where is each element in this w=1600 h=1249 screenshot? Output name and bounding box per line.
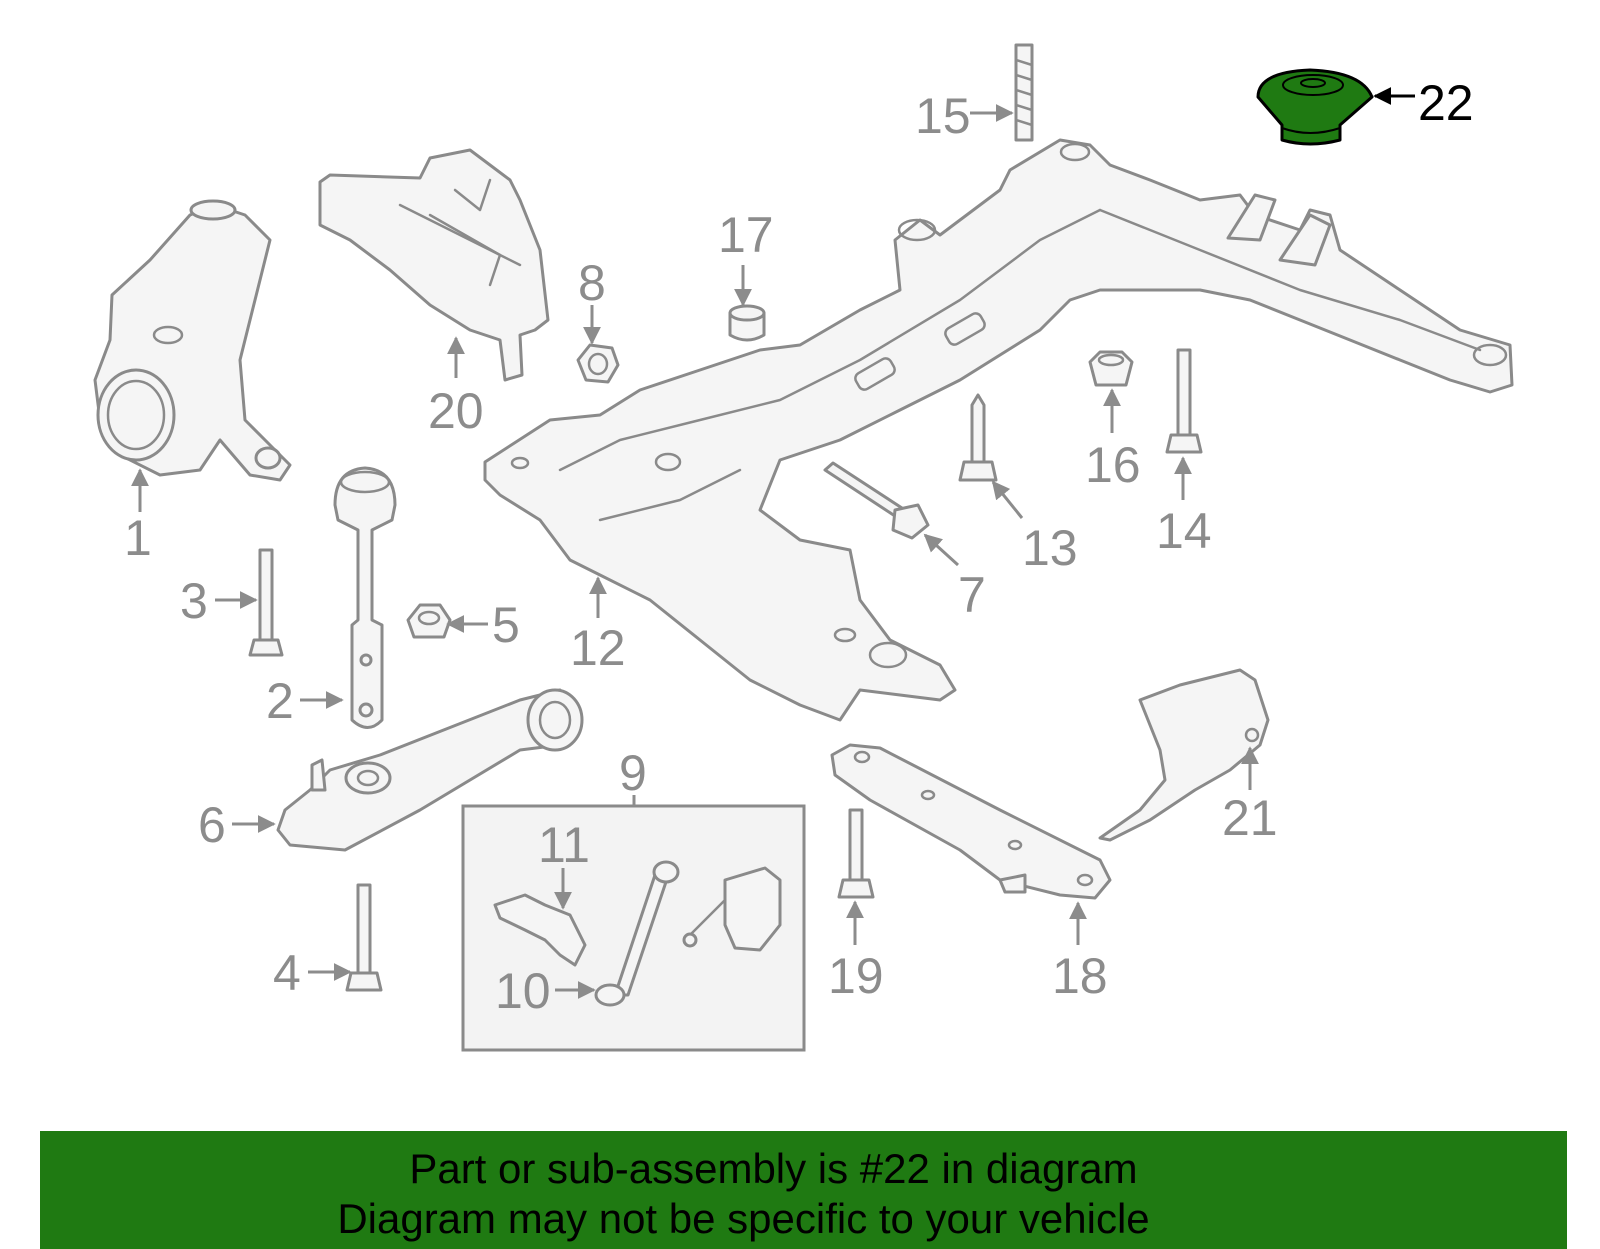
part-8-nut[interactable] (576, 343, 620, 384)
callout-16: 16 (1085, 437, 1141, 493)
callout-4: 4 (273, 945, 301, 1001)
leader-lines (131, 87, 1415, 999)
callout-9: 9 (619, 745, 647, 801)
callout-20: 20 (428, 383, 484, 439)
callout-11: 11 (538, 817, 590, 873)
part-1-steering-knuckle[interactable] (93, 199, 292, 482)
part-3-bolt[interactable] (248, 548, 284, 657)
callout-14: 14 (1156, 503, 1212, 559)
part-2-link[interactable] (333, 466, 397, 729)
callout-18: 18 (1052, 948, 1108, 1004)
part-19-bolt[interactable] (837, 808, 875, 899)
part-12-subframe[interactable] (483, 138, 1514, 722)
callout-22: 22 (1418, 75, 1474, 131)
part-17-bushing[interactable] (728, 304, 766, 342)
part-21-bracket[interactable] (1098, 668, 1270, 842)
callout-8: 8 (578, 255, 606, 311)
callout-3: 3 (180, 573, 208, 629)
info-banner: Part or sub-assembly is #22 in diagram D… (40, 1131, 1567, 1249)
part-20-shield[interactable] (318, 148, 550, 382)
callout-7: 7 (958, 567, 986, 623)
banner-line-disclaimer: Diagram may not be specific to your vehi… (337, 1195, 1150, 1242)
part-6-control-arm[interactable] (276, 688, 584, 852)
callout-10: 10 (495, 963, 551, 1019)
callout-12: 12 (570, 620, 626, 676)
part-13-bolt[interactable] (958, 393, 998, 482)
part-15-stud[interactable] (1014, 43, 1034, 142)
banner-line-part-number: Part or sub-assembly is #22 in diagram (409, 1145, 1138, 1192)
callout-2: 2 (266, 673, 294, 729)
callout-21: 21 (1222, 790, 1278, 846)
part-18-plate[interactable] (830, 743, 1112, 900)
callout-15: 15 (915, 88, 971, 144)
callout-19: 19 (828, 948, 884, 1004)
part-7-bolt[interactable] (823, 461, 930, 540)
part-22-mount-highlighted[interactable] (1256, 68, 1374, 146)
part-4-bolt[interactable] (345, 883, 383, 992)
callout-5: 5 (492, 597, 520, 653)
callout-17: 17 (718, 207, 774, 263)
callout-1: 1 (124, 510, 152, 566)
part-11-bracket[interactable] (493, 893, 587, 967)
callout-6: 6 (198, 797, 226, 853)
part-9-sensor-kit-group[interactable] (461, 804, 806, 1052)
part-5-nut[interactable] (406, 603, 452, 639)
part-10-link[interactable] (594, 860, 680, 1007)
callout-13: 13 (1022, 520, 1078, 576)
callout-labels: 1 2 3 4 5 6 7 8 9 10 11 12 13 14 15 16 1… (124, 75, 1474, 1019)
part-14-bolt[interactable] (1165, 348, 1203, 454)
part-16-nut[interactable] (1088, 350, 1134, 387)
